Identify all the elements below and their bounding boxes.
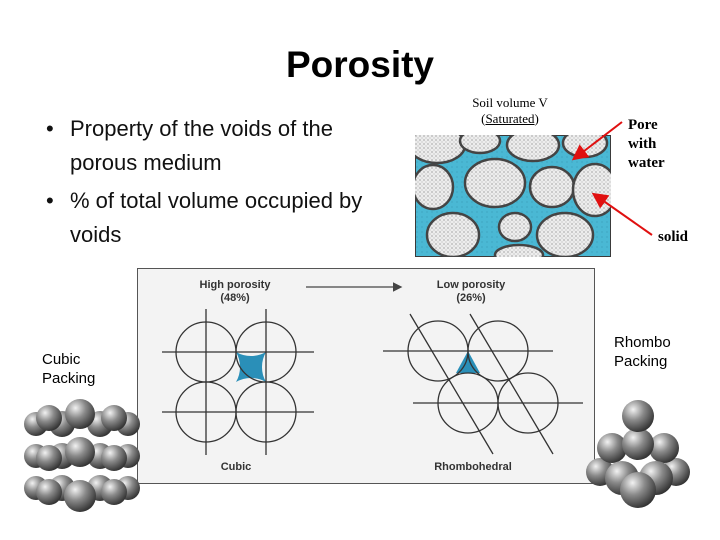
cubic-void bbox=[236, 352, 266, 382]
cubic-packing bbox=[162, 309, 314, 455]
packing-porosity-diagram: High porosity (48%) Low porosity (26%) C… bbox=[137, 268, 595, 484]
cubic-caption: Cubic bbox=[220, 461, 252, 473]
rhombo-label-line2: Packing bbox=[614, 353, 668, 370]
packing-drawing bbox=[162, 282, 583, 455]
bullet-list: • Property of the voids of the porous med… bbox=[44, 112, 364, 256]
bullet-dot: • bbox=[46, 188, 54, 213]
caption-paren-close: ) bbox=[534, 111, 539, 126]
bullet-item: • Property of the voids of the porous med… bbox=[44, 112, 364, 180]
rhombohedral-caption: Rhombohedral bbox=[434, 461, 512, 473]
rhombo-void bbox=[456, 351, 480, 373]
bullet-text: Property of the voids of the porous medi… bbox=[70, 116, 333, 175]
soil-volume-caption: Soil volume V (Saturated) bbox=[440, 95, 580, 127]
soil-caption-line2: (Saturated) bbox=[440, 111, 580, 127]
solid-arrow bbox=[591, 192, 653, 236]
caption-saturated: Saturated bbox=[485, 111, 535, 126]
low-porosity-label: Low porosity (26%) bbox=[416, 279, 526, 305]
cubic-sphere-stack-image bbox=[24, 399, 140, 512]
cubic-packing-label: Cubic Packing bbox=[42, 350, 95, 388]
low-porosity-value: (26%) bbox=[456, 292, 486, 304]
pore-arrow bbox=[571, 121, 623, 161]
caption-paren-open: ( bbox=[481, 111, 486, 126]
pore-with-water-label: Pore with water bbox=[628, 117, 665, 171]
high-porosity-text: High porosity bbox=[199, 279, 271, 291]
bullet-text: % of total volume occupied by voids bbox=[70, 188, 363, 247]
low-porosity-text: Low porosity bbox=[436, 279, 506, 291]
rhombo-sphere-pyramid-image bbox=[586, 400, 690, 508]
solid-label: solid bbox=[658, 229, 689, 245]
high-porosity-label: High porosity (48%) bbox=[180, 279, 290, 305]
cubic-label-line1: Cubic bbox=[42, 351, 81, 368]
bullet-dot: • bbox=[46, 116, 54, 141]
high-porosity-value: (48%) bbox=[220, 292, 250, 304]
cubic-label-line2: Packing bbox=[42, 370, 96, 387]
rhombo-packing-label: Rhombo Packing bbox=[614, 333, 671, 371]
rhombohedral-packing bbox=[383, 313, 583, 455]
soil-caption-line1: Soil volume V bbox=[472, 95, 548, 110]
slide-title: Porosity bbox=[285, 44, 435, 85]
bullet-item: • % of total volume occupied by voids bbox=[44, 184, 364, 252]
rhombo-label-line1: Rhombo bbox=[614, 334, 671, 351]
